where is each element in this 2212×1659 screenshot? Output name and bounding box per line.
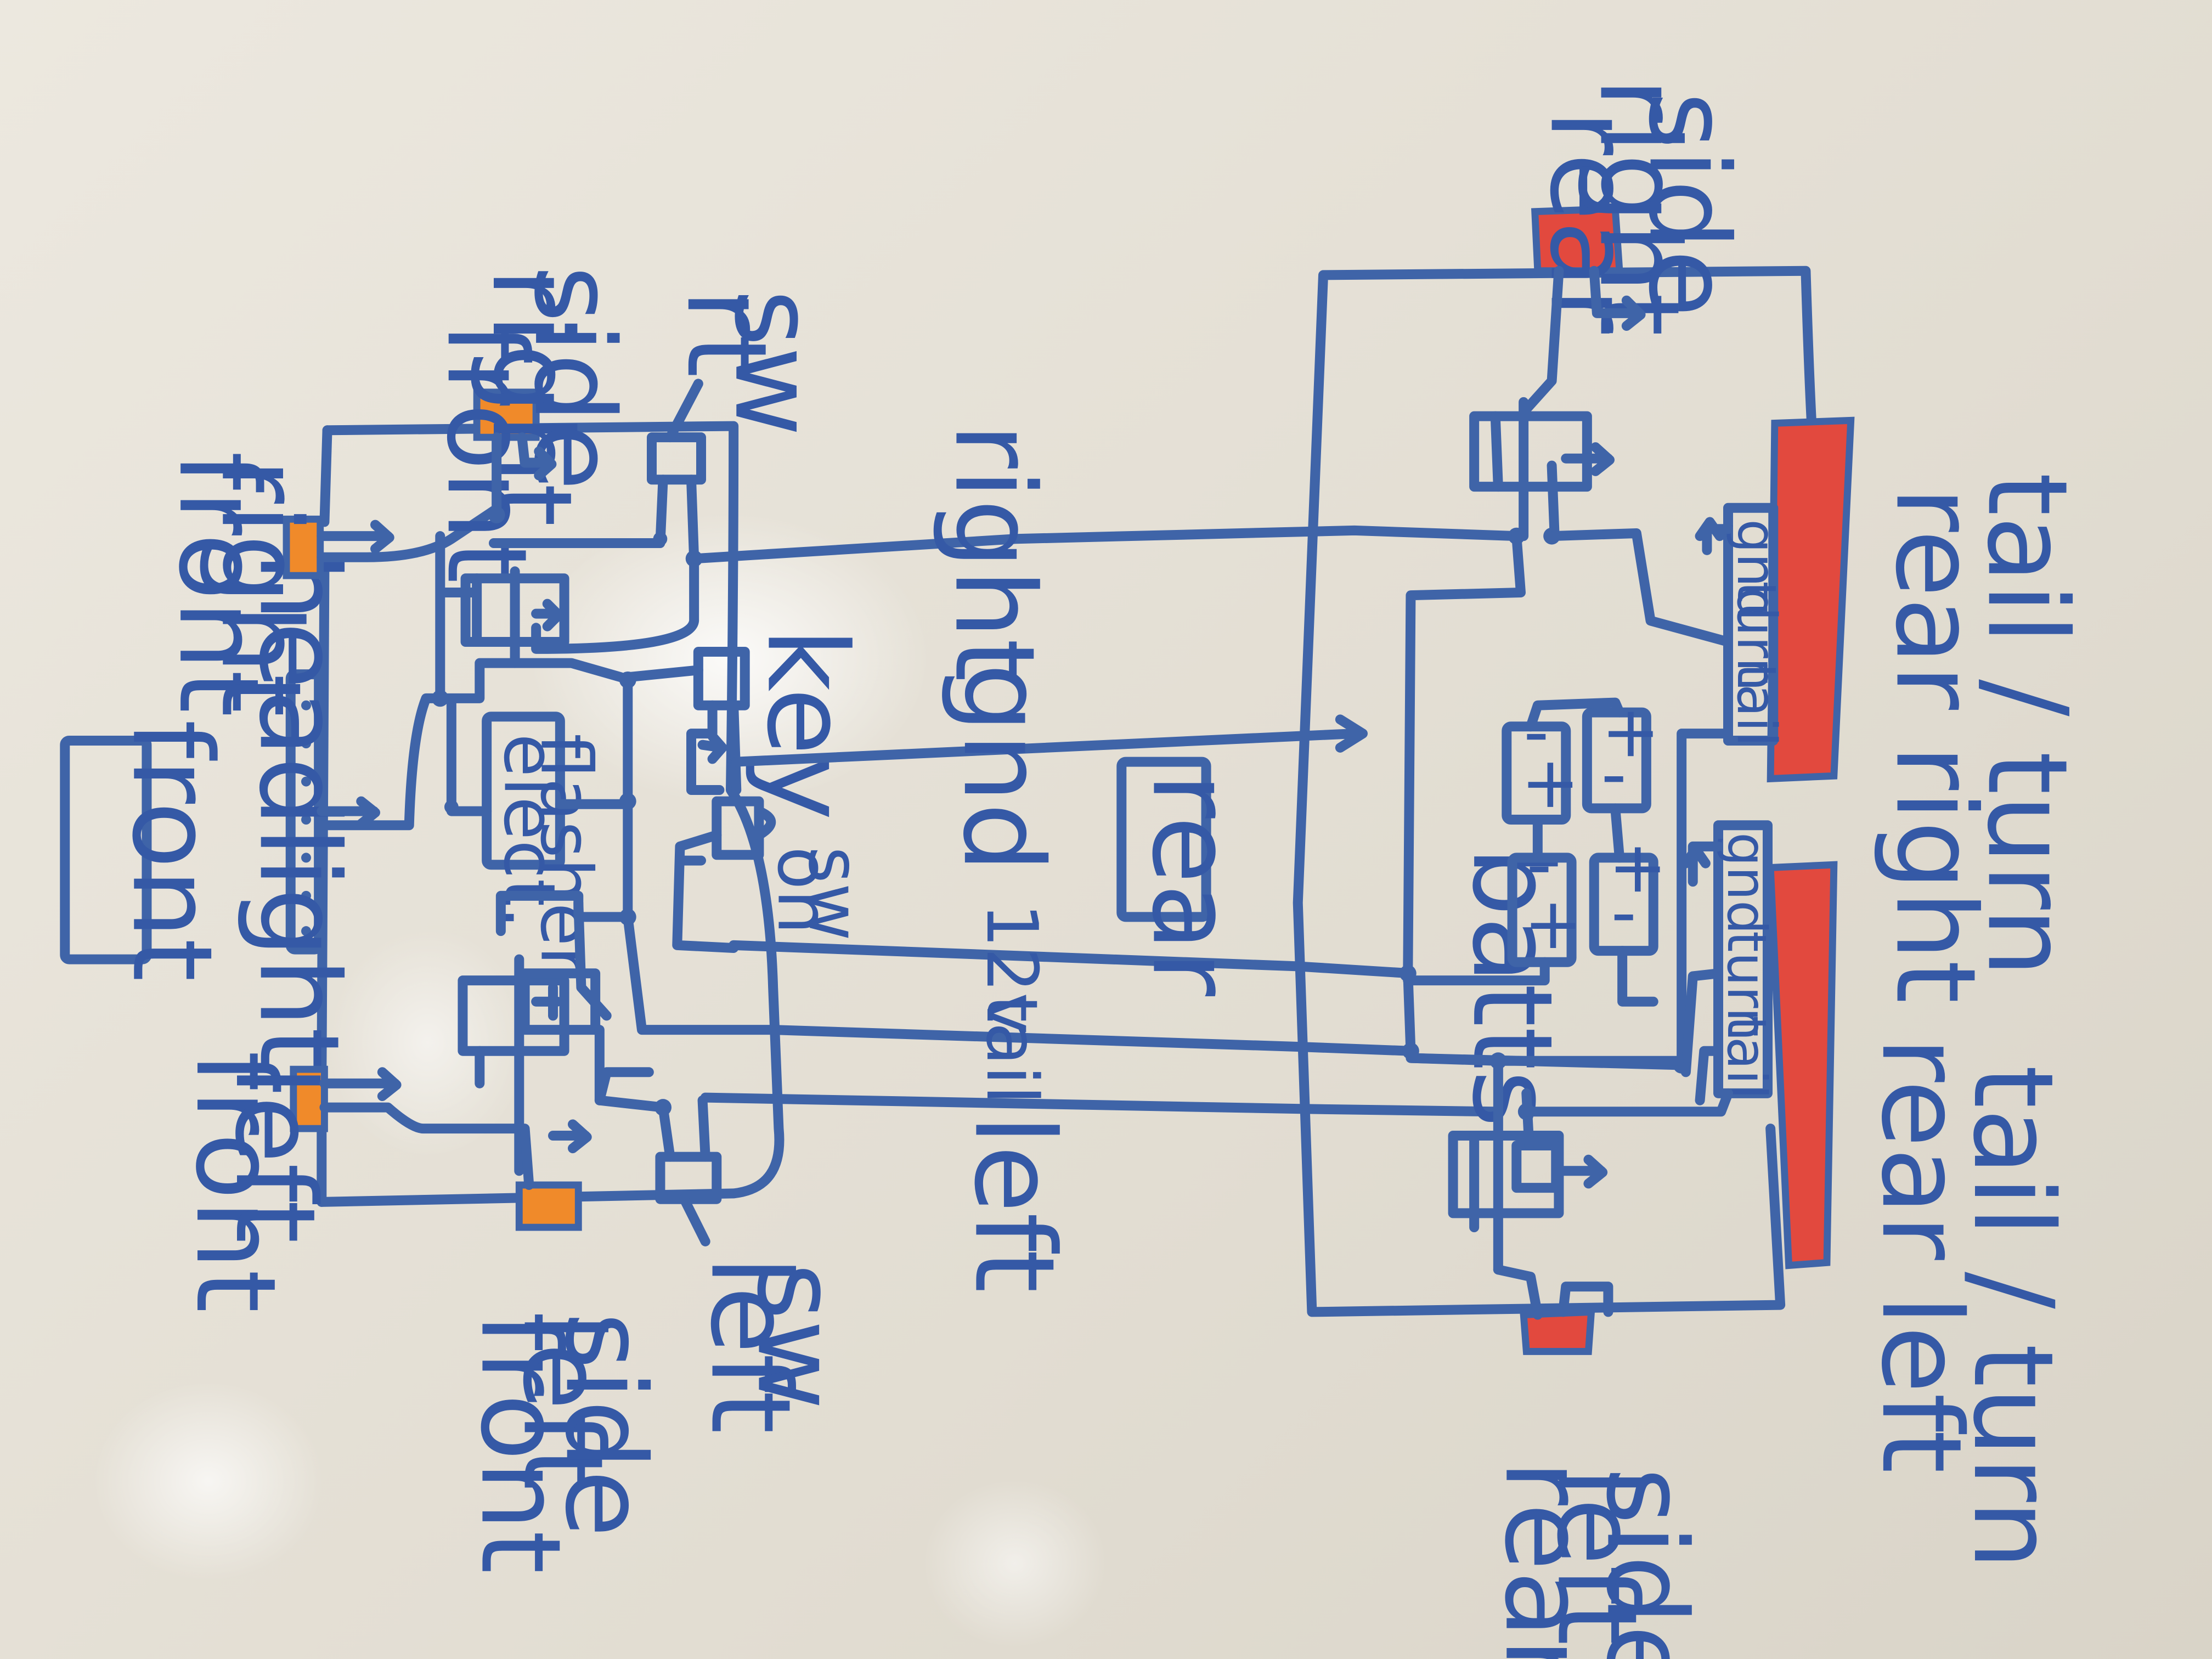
rear-left-pin-tail: tail [1715, 1015, 1778, 1099]
rear-left-pin-block [1713, 820, 1773, 1098]
elect-flasher-box [482, 712, 565, 870]
rear-left-relay-wires [1406, 1053, 1734, 1117]
wire-left-label: left [950, 1114, 1077, 1293]
wire-12v-label: 12v [970, 903, 1052, 1035]
battery-wires [1403, 697, 1658, 1007]
rear-right-pin-tail: tail [1725, 663, 1787, 747]
battery-2-minus: - [1601, 733, 1627, 815]
front-title: front [108, 720, 235, 981]
rear-left-side-label-3: side [1582, 1467, 1709, 1659]
on-sw-label-2: sw [793, 847, 874, 941]
rear-right-tail-turn-label-1: rear right [1871, 487, 1999, 1003]
wire-right [689, 525, 1522, 564]
wire-gnd-label: gnd [939, 663, 1066, 873]
rear-left-pin-gnd: gnd [1715, 832, 1778, 934]
front-right-side-wire [492, 432, 557, 520]
rear-left-pin-wires [1680, 841, 1724, 1105]
wire-12v [729, 940, 1416, 979]
rear-right-relay-internals [1490, 397, 1615, 541]
front-right-side-lamp [473, 388, 540, 441]
front-left-side-label-2: left [499, 1312, 627, 1490]
headlight-wire [317, 693, 445, 831]
rear-left-tail-turn-label-1: rear left [1857, 1037, 1985, 1473]
left-sw-label-2: sw [732, 1262, 860, 1410]
wire-gnd [731, 714, 1368, 767]
on-sw-body [712, 796, 764, 860]
rear-left-side-label-2: left [1532, 1467, 1660, 1645]
front-right-lamp [283, 515, 324, 579]
front-left-side-lamp [515, 1181, 582, 1231]
rear-right-pin-turn: turn [1725, 581, 1787, 691]
left-sw-lever [679, 1194, 710, 1246]
front-left-relay [458, 975, 569, 1056]
front-left-side-wire [520, 1119, 592, 1190]
rear-right-side-lamp [1531, 205, 1623, 275]
key-switch [693, 647, 750, 710]
front-title-box [60, 736, 152, 964]
key-wires [623, 665, 742, 795]
rear-right-relay [1469, 411, 1592, 492]
front-right-label-2: right [196, 459, 324, 717]
wire-left [700, 1092, 1500, 1117]
rear-right-side-label-1: rear [1526, 110, 1654, 334]
rt-sw-lever [665, 379, 703, 443]
rear-left-pin-turn: turn [1715, 931, 1778, 1041]
rear-left-tail-turn-lamp [1767, 861, 1838, 1269]
rear-left-tail-turn-label-2: tail / turn [1949, 1065, 2076, 1570]
front-left-lamp-wire [319, 1067, 527, 1134]
headlight-leds [301, 700, 311, 936]
rear-right-pin-gnd: gnd [1725, 519, 1787, 621]
rt-sw-label-1: rt [662, 289, 790, 377]
rear-title-box [1116, 757, 1211, 922]
on-sw-wires [672, 830, 739, 953]
rear-left-side-lamp [1520, 1308, 1595, 1355]
front-right-label-1: front [154, 452, 282, 713]
rear-right-relay-wires [1403, 528, 1734, 1056]
front-right-relay-internals [435, 531, 564, 703]
front-left-label-1: front [171, 1051, 299, 1313]
on-sw-label-1: on [761, 847, 843, 934]
rt-sw-label-2: sw [710, 289, 838, 437]
front-left-relay-internals [475, 898, 668, 1176]
battery-3-plus: + [1523, 883, 1583, 965]
rear-left-relay-inner [1511, 1141, 1561, 1193]
battery-4-minus: - [1611, 872, 1637, 953]
wire-tail-label: tail [970, 995, 1052, 1105]
wire-right-label: right [930, 423, 1058, 681]
front-left-label-2: left [211, 1065, 338, 1243]
on-sw-lever [754, 806, 776, 840]
front-left-lamp [290, 1065, 328, 1132]
elect-flasher-label-2: flasher [524, 733, 606, 975]
rear-right-pin-block [1723, 503, 1779, 746]
rear-right-side-label-3: side [1624, 92, 1752, 317]
front-left-side-label-1: front [456, 1312, 584, 1573]
front-right-side-label-2: right [467, 268, 595, 527]
rear-left-side-wire [1493, 1265, 1613, 1320]
front-right-lamp-wire [317, 505, 499, 562]
front-left-side-label-3: side [541, 1312, 669, 1537]
rear-left-side-label-1: rear [1480, 1460, 1608, 1659]
wire-tail [768, 1025, 1416, 1056]
rear-right-side-wire [1521, 266, 1646, 414]
rear-title: rear [1127, 773, 1255, 996]
left-sw-label-1: left [686, 1256, 814, 1434]
front-right-side-label-3: side [510, 265, 637, 490]
rt-sw-body [647, 432, 706, 485]
battery-1-plus: + [1521, 742, 1580, 824]
left-sw-wires [594, 1067, 710, 1162]
rear-right-tail-turn-label-2: tail / turn [1963, 472, 2091, 977]
key-label: key [742, 628, 870, 820]
